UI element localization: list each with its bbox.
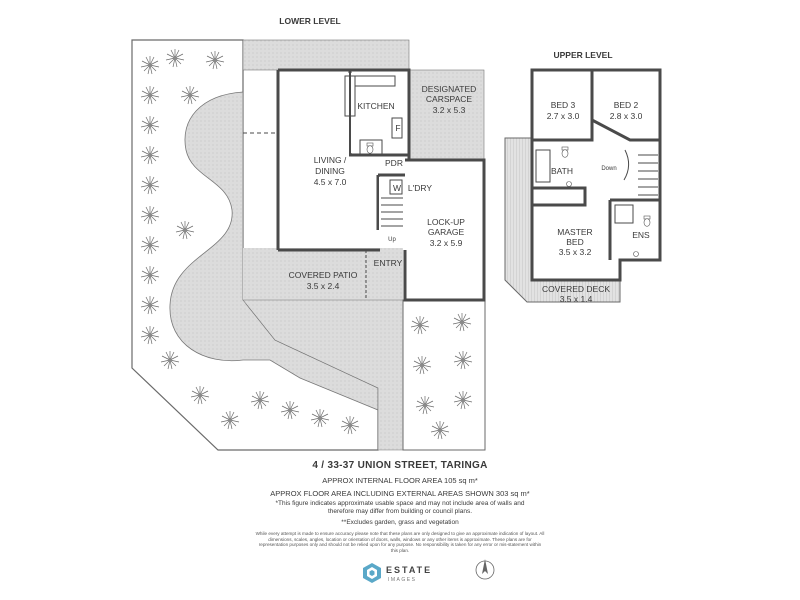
paving-north [242,39,410,71]
total-floor-area: APPROX FLOOR AREA INCLUDING EXTERNAL ARE… [270,489,530,498]
garage-size: 3.2 x 5.9 [430,238,463,248]
laundry-label: L'DRY [408,183,432,193]
stair-down-label: Down [601,166,616,172]
carspace-label: DESIGNATED [422,84,477,94]
bed3-size: 2.7 x 3.0 [547,111,580,121]
bed3-label: BED 3 [551,100,576,110]
patio-area [243,248,403,304]
patio-label: COVERED PATIO [289,270,358,280]
bed2-size: 2.8 x 3.0 [610,111,643,121]
living-label-2: DINING [315,166,345,176]
carspace-label-2: CARSPACE [426,94,472,104]
disclaimer-text: While every attempt is made to ensure ac… [255,531,545,553]
pdr-label: PDR [385,158,403,168]
deck-size: 3.5 x 1.4 [560,294,593,304]
patio-size: 3.5 x 2.4 [307,281,340,291]
ensuite-label: ENS [632,230,650,240]
brand-logo: ESTATE IMAGES [362,562,442,586]
toilet-icon [366,142,374,154]
garden-east [402,299,486,451]
garage-label-2: GARAGE [428,227,465,237]
brand-name: ESTATE [386,565,433,575]
lower-level-walls [276,68,486,302]
property-address: 4 / 33-37 UNION STREET, TARINGA [312,460,488,471]
master-bed-label-2: BED [566,237,583,247]
carspace-size: 3.2 x 5.3 [433,105,466,115]
upper-level-walls [530,68,662,282]
brand-subtitle: IMAGES [388,577,417,583]
master-bed-size: 3.5 x 3.2 [559,247,592,257]
living-size: 4.5 x 7.0 [314,177,347,187]
garage-label: LOCK-UP [427,217,465,227]
bed2-label: BED 2 [614,100,639,110]
upper-level-title: UPPER LEVEL [553,50,612,60]
vegetation-footnote: **Excludes garden, grass and vegetation [341,519,459,526]
stair-up-label: Up [388,237,396,243]
estate-images-logo-icon [363,563,381,583]
lower-level-title: LOWER LEVEL [279,16,340,26]
kitchen-label: KITCHEN [357,101,394,111]
covered-deck [504,137,621,303]
area-footnote: *This figure indicates approximate usabl… [275,500,525,515]
fridge-label: F [395,123,400,133]
washer-label: W [393,183,401,193]
north-arrow-icon [475,559,495,580]
lawn-area [169,91,379,411]
living-label: LIVING / [314,155,347,165]
master-bed-label: MASTER [557,227,592,237]
entry-label: ENTRY [374,258,403,268]
deck-label: COVERED DECK [542,284,610,294]
bath-label: BATH [551,166,573,176]
internal-floor-area: APPROX INTERNAL FLOOR AREA 105 sq m* [322,476,478,485]
